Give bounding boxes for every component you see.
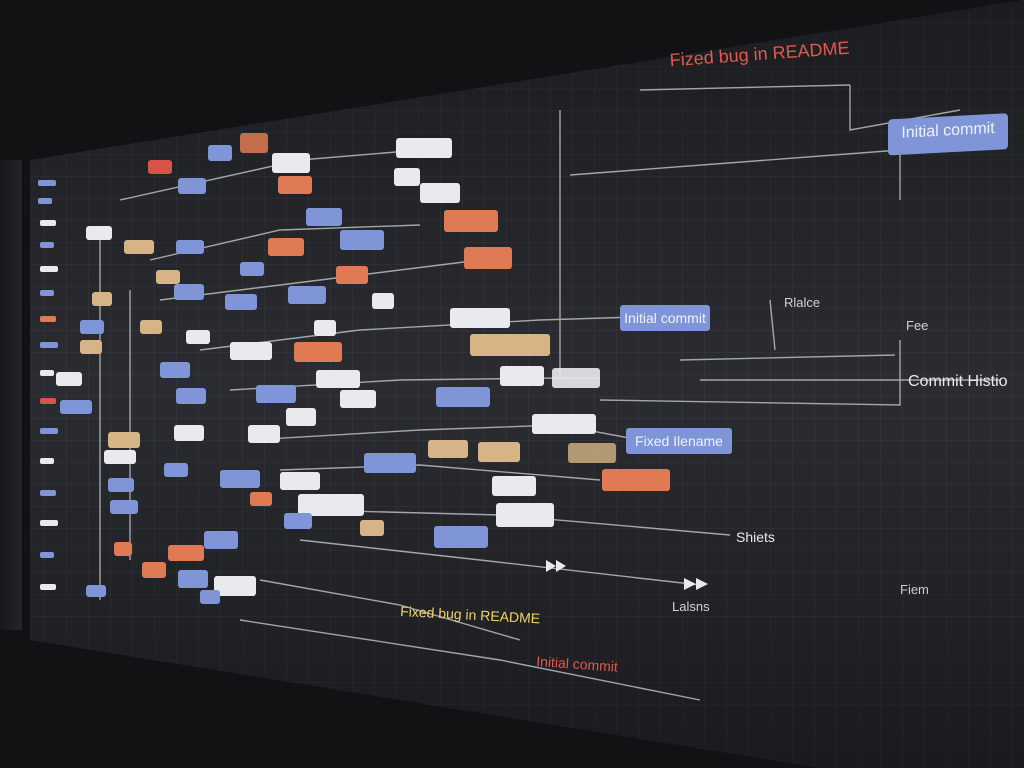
svg-text:Fixed Ilename: Fixed Ilename	[635, 433, 723, 449]
fixed-filename-node[interactable]: Fixed Ilename	[626, 428, 732, 454]
commit-nodes[interactable]	[56, 133, 670, 604]
initial-commit-node-mid[interactable]: Initial commit	[620, 305, 710, 331]
sheets-label: Shiets	[736, 529, 775, 545]
fee-label: Fee	[906, 318, 928, 333]
commit-history-heading: Commit Histio	[908, 373, 1008, 390]
monitor-bezel	[0, 160, 22, 630]
labels-label: Lalsns	[672, 599, 710, 614]
rlace-label: Rlalce	[784, 295, 820, 310]
arrow-right-icon	[684, 578, 708, 590]
initial-commit-bottom-label: Initial commit	[536, 653, 619, 675]
double-arrow-icon	[546, 560, 566, 572]
left-column-nodes	[38, 180, 58, 590]
svg-text:Initial commit: Initial commit	[901, 120, 995, 142]
fixed-bug-label: Fixed bug in README	[400, 603, 541, 626]
svg-text:Initial commit: Initial commit	[624, 310, 706, 326]
initial-commit-node-right[interactable]: Initial commit	[888, 113, 1008, 156]
fiem-label: Fiem	[900, 582, 929, 597]
